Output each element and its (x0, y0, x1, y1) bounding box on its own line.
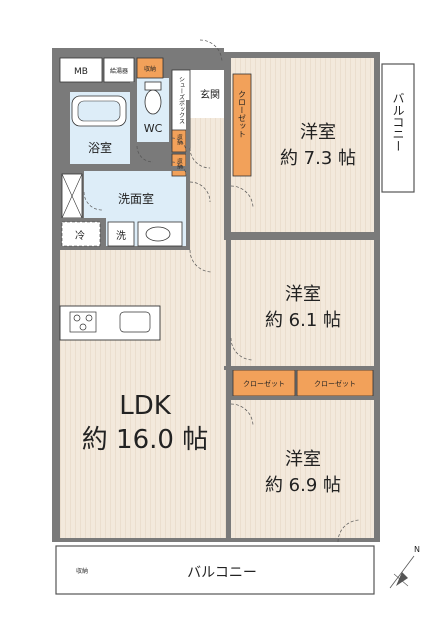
western-room-2-size: 約 6.1 帖 (265, 310, 341, 331)
western-room-1-name: 洋室 (300, 122, 336, 143)
door-swings (83, 39, 361, 585)
top-storage-label: 収納 (144, 65, 156, 73)
closet-room-1-label: クローゼット (238, 90, 247, 138)
balcony-bottom-label: バルコニー (187, 565, 257, 581)
western-room-2-name: 洋室 (285, 284, 321, 305)
closet-right (296, 369, 374, 397)
entrance-floor (190, 70, 224, 118)
north-mark: N (414, 545, 420, 554)
closet-left-label: クローゼット (243, 379, 285, 388)
mb-label: MB (74, 67, 88, 77)
water-heater-box (103, 57, 135, 83)
north-arrow-icon: N (389, 545, 420, 589)
stove (69, 311, 97, 333)
balcony-right-label: バルコニー (391, 92, 405, 152)
wash-basin (137, 221, 183, 247)
balcony-right (381, 63, 415, 193)
fridge-label: 冷 (75, 229, 85, 242)
western-room-1-floor (231, 58, 374, 232)
balcony-storage-label: 収納 (76, 567, 88, 575)
closet-room-1 (232, 73, 252, 177)
bath-label: 浴室 (88, 140, 112, 155)
fridge-space (61, 221, 101, 247)
washer-label: 洗 (116, 230, 126, 242)
western-room-3-floor (231, 400, 374, 538)
kitchen-sink (119, 311, 151, 333)
western-room-1-size: 約 7.3 帖 (280, 148, 356, 169)
mb-box (59, 57, 103, 83)
western-room-3-size: 約 6.9 帖 (265, 475, 341, 496)
balcony-bottom (55, 545, 375, 595)
western-room-3-name: 洋室 (285, 449, 321, 470)
water-heater-label: 給湯器 (110, 67, 128, 75)
western-room-2-floor (231, 240, 374, 366)
closet-right-label: クローゼット (314, 379, 356, 388)
washer-space (107, 221, 135, 247)
hall-floor (190, 98, 226, 250)
ldk-size: 約 16.0 帖 (82, 425, 208, 455)
ldk-name: LDK (119, 391, 172, 421)
interior-walls (60, 52, 374, 538)
hall-storage-1-label: 収納 (176, 134, 183, 147)
wc-label: WC (144, 122, 163, 135)
washroom-label: 洗面室 (118, 191, 154, 206)
toilet (144, 89, 162, 115)
ldk-floor (60, 250, 226, 538)
shoe-box-label: シューズボックス (178, 76, 185, 124)
entrance-label: 玄関 (200, 88, 220, 101)
top-storage-box (136, 57, 164, 79)
hall-storage-2-label: 収納 (176, 158, 183, 171)
closet-left (232, 369, 296, 397)
